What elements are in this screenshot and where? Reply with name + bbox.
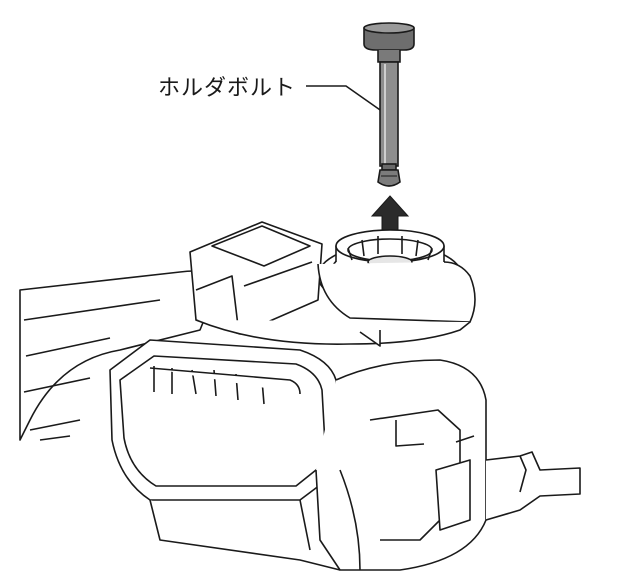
bolt-collar (381, 163, 397, 171)
bolt-tip (377, 169, 401, 187)
holder-bolt (363, 22, 415, 187)
holder-bolt-label: ホルダボルト (158, 76, 297, 101)
leader-line (306, 85, 384, 113)
bolt-shaft (379, 61, 399, 167)
vent-slots (153, 366, 265, 405)
bolt-head-top (363, 22, 415, 34)
tool-housing (19, 221, 581, 571)
bolt-neck (377, 50, 401, 63)
